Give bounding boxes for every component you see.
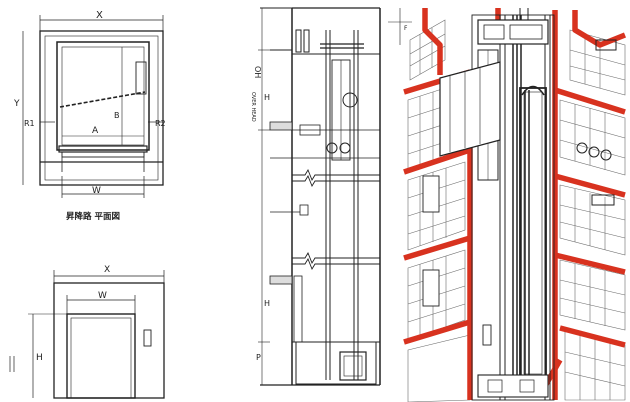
section-dim-p: P xyxy=(256,353,261,362)
front-dim-h: H xyxy=(36,353,43,363)
plan-dim-y: Y xyxy=(13,99,20,109)
plan-r1: R1 xyxy=(24,119,35,128)
plan-r2: R2 xyxy=(155,119,166,128)
front-dim-x: X xyxy=(104,265,110,275)
plan-caption: 昇降路 平面図 xyxy=(66,211,120,222)
cutaway-view xyxy=(403,8,627,402)
plan-dim-a: A xyxy=(92,126,99,136)
plan-dim-w: W xyxy=(92,186,101,196)
front-door-frame xyxy=(66,313,136,399)
front-dim-w: W xyxy=(98,291,107,301)
section-dim-oh: OH xyxy=(253,66,262,78)
call-button-panel xyxy=(143,329,152,347)
section-overhead-label: OVER HEAD xyxy=(250,92,256,122)
counterweight xyxy=(135,61,147,95)
section-view xyxy=(258,7,412,386)
plan-view xyxy=(22,15,164,198)
plan-dim-b: B xyxy=(114,111,120,120)
shaft-interior xyxy=(422,8,617,401)
section-dim-f: F xyxy=(404,25,408,32)
front-view xyxy=(9,270,165,399)
plan-dim-x: X xyxy=(96,10,103,21)
section-dim-h-bottom: H xyxy=(264,299,270,308)
shaft-outline xyxy=(39,30,164,186)
car-outline xyxy=(56,41,150,151)
section-dim-h-top: H xyxy=(264,93,270,102)
